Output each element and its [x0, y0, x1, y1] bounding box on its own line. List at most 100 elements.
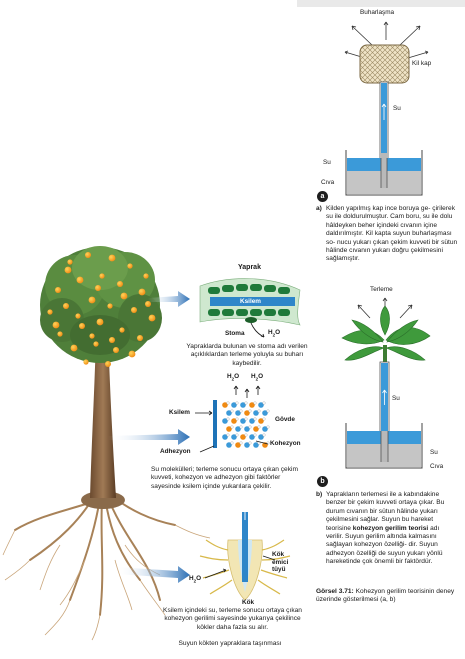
water-molecule	[253, 442, 259, 448]
orange-fruit	[120, 292, 128, 300]
orange-fruit	[88, 296, 96, 304]
orange-fruit	[143, 273, 149, 279]
orange-fruit	[109, 337, 115, 343]
orange-tree	[2, 246, 211, 641]
water-molecule	[244, 442, 250, 448]
evaporation-arrows	[344, 21, 429, 59]
stem-label: Gövde	[275, 416, 295, 423]
tree-canopy	[40, 246, 162, 363]
water-molecule	[222, 418, 228, 424]
orange-fruit	[76, 276, 84, 284]
hydrogen-atom	[262, 401, 266, 405]
orange-fruit	[138, 288, 146, 296]
water-molecule	[244, 426, 250, 432]
hydrogen-atom	[266, 409, 270, 413]
water-molecule	[235, 410, 241, 416]
water-molecules	[222, 401, 270, 448]
hydrogen-atom	[266, 425, 270, 429]
root-xylem	[242, 512, 248, 582]
root-hair-label: Kök emici tüyü	[272, 551, 289, 573]
orange-fruit	[55, 287, 61, 293]
cohesion-label: Kohezyon	[270, 440, 301, 447]
hydrogen-atom	[244, 401, 248, 405]
water-molecule	[226, 410, 232, 416]
orange-fruit	[85, 252, 91, 258]
stoma-label: Stoma	[225, 330, 245, 337]
bottom-caption: Suyun kökten yapraklara taşınması	[178, 640, 282, 647]
hydrogen-atom	[257, 409, 261, 413]
tree-oranges	[47, 252, 156, 367]
stem-xylem-label: Ksilem	[169, 409, 190, 416]
water-molecule	[240, 418, 246, 424]
clay-pot-label: Kil kap	[412, 60, 432, 67]
orange-fruit	[108, 254, 116, 262]
figure-caption-text: Kohezyon gerilim teorisinin deney üzerin…	[316, 588, 455, 604]
orange-fruit	[99, 273, 105, 279]
water-molecule	[240, 402, 246, 408]
stem-caption: Su molekülleri; terleme sonucu ortaya çı…	[151, 466, 298, 490]
orange-fruit	[127, 263, 133, 269]
water-molecule	[222, 434, 228, 440]
water-molecule	[249, 434, 255, 440]
orange-fruit	[107, 303, 113, 309]
water-molecule	[249, 402, 255, 408]
orange-fruit	[52, 321, 60, 329]
hydrogen-atom	[235, 417, 239, 421]
hydrogen-atom	[235, 433, 239, 437]
hydrogen-atom	[253, 433, 257, 437]
badge-b: b	[317, 476, 328, 487]
water-molecule	[258, 402, 264, 408]
beaker-b	[345, 423, 423, 469]
hydrogen-atom	[226, 401, 230, 405]
orange-fruit	[67, 259, 73, 265]
orange-fruit	[128, 350, 136, 358]
water-molecule	[226, 442, 232, 448]
caption-b-bold: kohezyon gerilim teorisi	[352, 524, 429, 532]
hydrogen-atom	[235, 401, 239, 405]
leaf-cells	[208, 284, 290, 316]
water-molecule	[240, 434, 246, 440]
badge-a: a	[317, 191, 328, 202]
stem-inset	[195, 385, 270, 453]
leaf-xylem	[210, 297, 295, 306]
connector-arrows	[108, 291, 190, 583]
hydrogen-atom	[262, 417, 266, 421]
caption-b-part2: adı verilir. Suyun gerilim altında kalma…	[326, 524, 443, 566]
tree-roots	[14, 494, 176, 616]
evaporation-label: Buharlaşma	[360, 9, 395, 16]
orange-fruit	[57, 331, 63, 337]
plant-leaves	[341, 305, 431, 361]
orange-fruit	[105, 361, 111, 367]
beaker-water-label: Su	[323, 159, 331, 166]
adhesion-label: Adhezyon	[160, 448, 191, 455]
water-molecule	[244, 410, 250, 416]
orange-fruit	[63, 303, 69, 309]
tree-fine-roots	[2, 524, 211, 641]
orange-fruit	[75, 313, 81, 319]
stem-xylem-wall	[213, 400, 217, 448]
root-caption: Ksilem içindeki su, terleme sonucu ortay…	[163, 607, 302, 631]
orange-fruit	[93, 341, 99, 347]
orange-fruit	[64, 266, 72, 274]
tube-water-label: Su	[393, 105, 401, 112]
orange-fruit	[47, 309, 53, 315]
caption-b-part1: Yaprakların terlemesi ile a kabındakine …	[326, 491, 445, 532]
caption-a-letter: a)	[316, 205, 322, 212]
hydrogen-atom	[244, 433, 248, 437]
water-molecule	[235, 426, 241, 432]
water-molecule	[235, 442, 241, 448]
hydrogen-atom	[239, 409, 243, 413]
hydrogen-atom	[248, 441, 252, 445]
orange-fruit	[113, 347, 119, 353]
hydrogen-atom	[239, 425, 243, 429]
orange-fruit	[95, 285, 101, 291]
root-inset	[199, 507, 291, 601]
hydrogen-atom	[248, 425, 252, 429]
stem-h2o-2: H2O	[251, 373, 264, 382]
orange-fruit	[96, 318, 104, 326]
hydrogen-atom	[253, 417, 257, 421]
water-molecule	[231, 402, 237, 408]
orange-fruit	[83, 359, 89, 365]
beaker-mercury-label: Cıva	[321, 179, 335, 186]
